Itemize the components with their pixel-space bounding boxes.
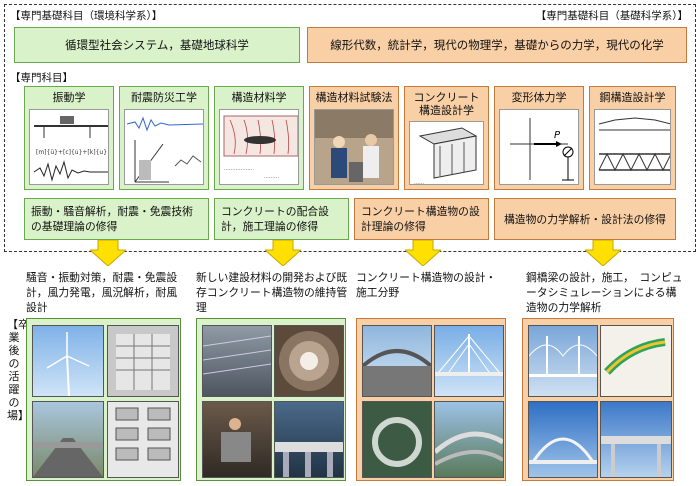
down-arrow-icon xyxy=(265,240,301,266)
outcome-box: 構造物の力学解析・設計法の修得 xyxy=(494,198,676,240)
course-materials: 構造材料学 ……………… ……… xyxy=(214,86,304,190)
outcome-box: 振動・騒音解析，耐震・免震技術の基礎理論の修得 xyxy=(24,198,209,240)
svg-text:……: …… xyxy=(414,180,424,185)
course-title: 振動学 xyxy=(52,91,86,104)
outcome-text: 構造物の力学解析・設計法の修得 xyxy=(504,212,666,226)
env-subjects-text: 循環型社会システム，基礎地球科学 xyxy=(65,38,249,52)
cable-bridge-photo xyxy=(434,325,504,397)
down-arrow-icon xyxy=(405,240,441,266)
truss-diagram-icon xyxy=(594,109,671,185)
career-text: 鋼橋梁の設計，施工， コンピュータシミュレーションによる構造物の力学解析 xyxy=(526,271,683,314)
photo-panel-structures xyxy=(356,318,506,481)
outcome-box: コンクリートの配合設計，施工理論の修得 xyxy=(214,198,349,240)
force-label: P xyxy=(554,130,561,141)
svg-text:………: ……… xyxy=(264,174,279,180)
highway-photo xyxy=(32,401,104,478)
basic-category-label: 【専門基礎科目（基礎科学系）】 xyxy=(535,10,688,22)
inspection-photo xyxy=(202,401,272,478)
specialized-label: 【専門科目】 xyxy=(10,72,73,84)
mechanics-diagram-icon: P xyxy=(499,109,579,185)
career-text: コンクリート構造物の設計・施工分野 xyxy=(356,271,497,299)
bridge-deck-photo xyxy=(274,401,344,478)
lab-photo-icon xyxy=(314,109,394,185)
outcome-text: コンクリート構造物の設計理論の修得 xyxy=(361,205,480,233)
tunnel-photo xyxy=(274,325,344,397)
curriculum-frame xyxy=(4,4,696,252)
course-title: 構造材料学 xyxy=(231,91,287,104)
outcome-box: コンクリート構造物の設計理論の修得 xyxy=(354,198,489,240)
course-seismic: 耐震防災工学 xyxy=(119,86,209,190)
env-subjects-box: 循環型社会システム，基礎地球科学 xyxy=(14,27,300,63)
svg-text:………………: ……………… xyxy=(224,166,254,172)
course-title: 構造材料試験法 xyxy=(315,91,393,104)
basic-subjects-box: 線形代数，統計学，現代の物理学，基礎からの力学，現代の化学 xyxy=(307,27,687,63)
down-arrow-icon xyxy=(585,240,621,266)
photo-panel-wind xyxy=(26,318,181,481)
simulation-photo xyxy=(600,325,672,397)
course-vibration: 振動学 [m]{ü}+[c]{u̇}+[k]{u} xyxy=(24,86,114,190)
course-steel: 鋼構造設計学 xyxy=(589,86,676,190)
course-title: 耐震防災工学 xyxy=(131,91,197,104)
svg-text:[m]{ü}+[c]{u̇}+[k]{u}: [m]{ü}+[c]{u̇}+[k]{u} xyxy=(36,149,107,156)
down-arrow-icon xyxy=(90,240,126,266)
building-photo xyxy=(107,325,179,397)
career-text: 新しい建設材料の開発および既存コンクリート構造物の維持管理 xyxy=(196,271,348,314)
arch-bridge-photo xyxy=(528,401,598,478)
vibration-diagram-icon: [m]{ü}+[c]{u̇}+[k]{u} xyxy=(29,109,109,185)
env-category-label: 【専門基礎科目（環境科学系）】 xyxy=(10,10,163,22)
careers-label: 【卒業後の活躍の場】 xyxy=(7,318,29,422)
course-title: コンクリート 構造設計学 xyxy=(413,91,480,117)
girder-photo xyxy=(202,325,272,397)
interchange-photo xyxy=(434,401,504,478)
course-concrete-design: コンクリート 構造設計学 …… xyxy=(404,86,489,190)
course-mechanics: 変形体力学 P xyxy=(494,86,584,190)
course-title: 変形体力学 xyxy=(511,91,567,104)
photo-panel-steel xyxy=(522,318,674,481)
crack-diagram-icon: ……………… ……… xyxy=(219,109,299,185)
suspension-bridge-photo xyxy=(528,325,598,397)
concrete-structure-icon: …… xyxy=(409,121,484,185)
wind-tunnel-photo xyxy=(107,401,179,478)
course-title: 鋼構造設計学 xyxy=(599,91,666,104)
viaduct-photo xyxy=(362,325,432,397)
course-testing: 構造材料試験法 xyxy=(309,86,399,190)
wind-turbine-photo xyxy=(32,325,104,397)
seismic-graph-icon xyxy=(124,109,204,185)
steel-girder-photo xyxy=(600,401,672,478)
outcome-text: コンクリートの配合設計，施工理論の修得 xyxy=(221,205,329,233)
basic-subjects-text: 線形代数，統計学，現代の物理学，基礎からの力学，現代の化学 xyxy=(330,38,664,52)
photo-panel-concrete xyxy=(196,318,346,481)
outcome-text: 振動・騒音解析，耐震・免震技術の基礎理論の修得 xyxy=(31,205,193,233)
pipe-structure-photo xyxy=(362,401,432,478)
career-text: 騒音・振動対策，耐震・免震設計，風力発電，風況解析，耐風設計 xyxy=(26,271,178,314)
